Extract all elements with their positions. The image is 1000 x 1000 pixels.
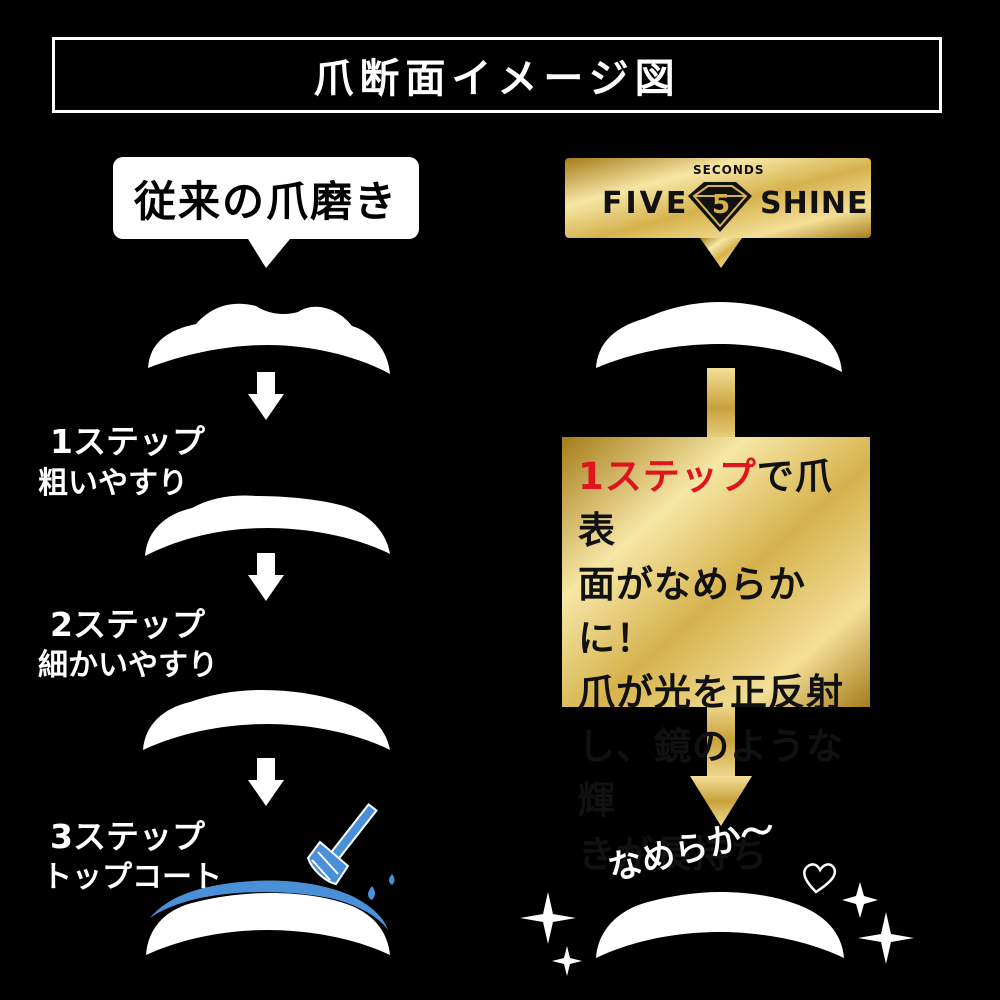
gold-bubble-tail (700, 238, 742, 268)
nail-rough (148, 303, 390, 374)
step2-label: 2ステップ (50, 605, 205, 644)
desc-line-5: きが長持ち (578, 833, 768, 876)
desc-line-2: 面がなめらかに！ (578, 563, 806, 660)
sparkle-icon (842, 882, 878, 918)
step3-sub: トップコート (42, 860, 222, 895)
desc-line-1: で爪表 (578, 455, 833, 552)
brand-left: FIVE (602, 186, 690, 221)
traditional-heading: 従来の爪磨き (133, 176, 398, 226)
brand-right: SHINE (760, 186, 869, 221)
brand-center: 5 (712, 190, 731, 220)
step2-sub: 細かいやすり (38, 648, 218, 683)
heart-icon (803, 863, 837, 894)
traditional-label: 従来の爪磨き (113, 157, 419, 239)
nail-fine (145, 495, 390, 556)
down-arrow-icon (248, 553, 284, 601)
desc-line-4: し、鏡のような輝 (578, 725, 844, 822)
nail-smooth (596, 892, 844, 958)
nail-topcoat-base (143, 690, 390, 750)
brush-icon (306, 802, 395, 900)
topcoat-layer (150, 880, 388, 930)
five-shine-description: 1ステップで爪表 面がなめらかに！ 爪が光を正反射 し、鏡のような輝 きが長持ち (578, 450, 868, 882)
sparkle-icon (552, 946, 582, 976)
step1-sub: 粗いやすり (38, 466, 188, 501)
gold-arrow-shaft-bottom (707, 700, 735, 780)
title-box: 爪断面イメージ図 (52, 37, 942, 113)
down-arrow-icon (248, 372, 284, 420)
diamond-icon (688, 182, 752, 232)
desc-line-3: 爪が光を正反射 (578, 671, 844, 714)
bubble-tail (248, 239, 290, 268)
sparkle-icon (520, 892, 576, 944)
nail-before-five-shine (596, 302, 842, 372)
highlight-step: 1ステップ (578, 455, 757, 498)
step1-label: 1ステップ (50, 422, 205, 461)
page-title: 爪断面イメージ図 (313, 56, 681, 102)
down-arrow-icon (248, 758, 284, 806)
step3-label: 3ステップ (50, 817, 205, 856)
sparkle-icon (858, 912, 914, 964)
gold-description-box (562, 437, 870, 707)
gold-arrow-shaft-top (707, 368, 735, 448)
gold-arrow-head (690, 776, 752, 826)
nail-topcoat (146, 893, 390, 955)
brand-top: SECONDS (693, 163, 765, 177)
